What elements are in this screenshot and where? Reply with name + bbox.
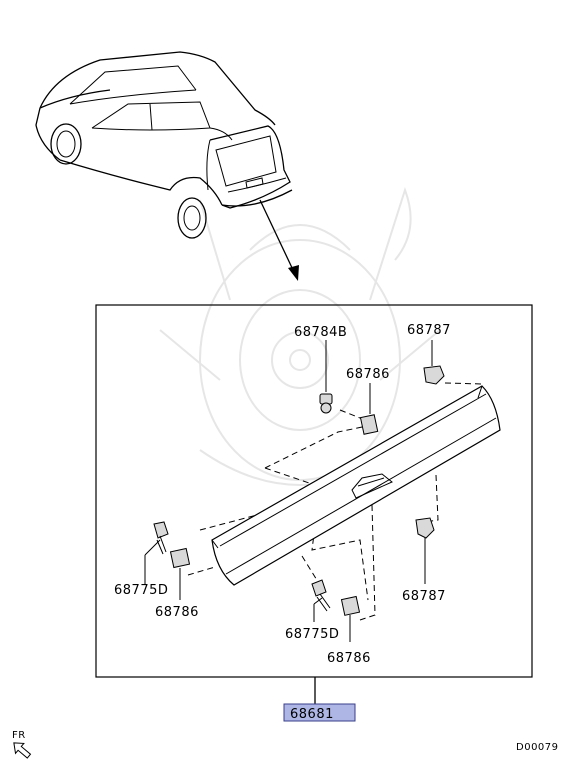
label-68775d-bottom: 68775D	[285, 627, 339, 642]
drawing-code: D00079	[516, 742, 559, 753]
label-68786-top: 68786	[346, 367, 390, 382]
label-68786-bottom: 68786	[327, 651, 371, 666]
nut-68786-bottom	[340, 595, 361, 642]
detail-frame	[95, 304, 533, 678]
clip-68787-right	[415, 517, 435, 584]
clip-68784b	[319, 340, 333, 414]
assembly-part-highlight	[283, 703, 356, 722]
label-68784b: 68784B	[294, 325, 347, 340]
label-68787-top: 68787	[407, 323, 451, 338]
label-68775d-left: 68775D	[114, 583, 168, 598]
tailgate-garnish-part	[211, 385, 501, 586]
nut-68786-left	[169, 547, 191, 600]
front-direction-icon	[13, 742, 32, 759]
screw-68775d-bottom	[311, 579, 331, 622]
car-illustration	[35, 51, 293, 239]
label-assembly-68681[interactable]: 68681	[290, 707, 334, 722]
clip-68787-top	[423, 340, 445, 385]
direction-label: FR	[12, 730, 26, 741]
nut-68786-top	[359, 383, 379, 435]
label-68786-left: 68786	[155, 605, 199, 620]
detail-pointer-arrow	[259, 199, 299, 281]
label-68787-right: 68787	[402, 589, 446, 604]
screw-68775d-left	[144, 521, 169, 584]
watermark-emblem	[159, 186, 441, 486]
